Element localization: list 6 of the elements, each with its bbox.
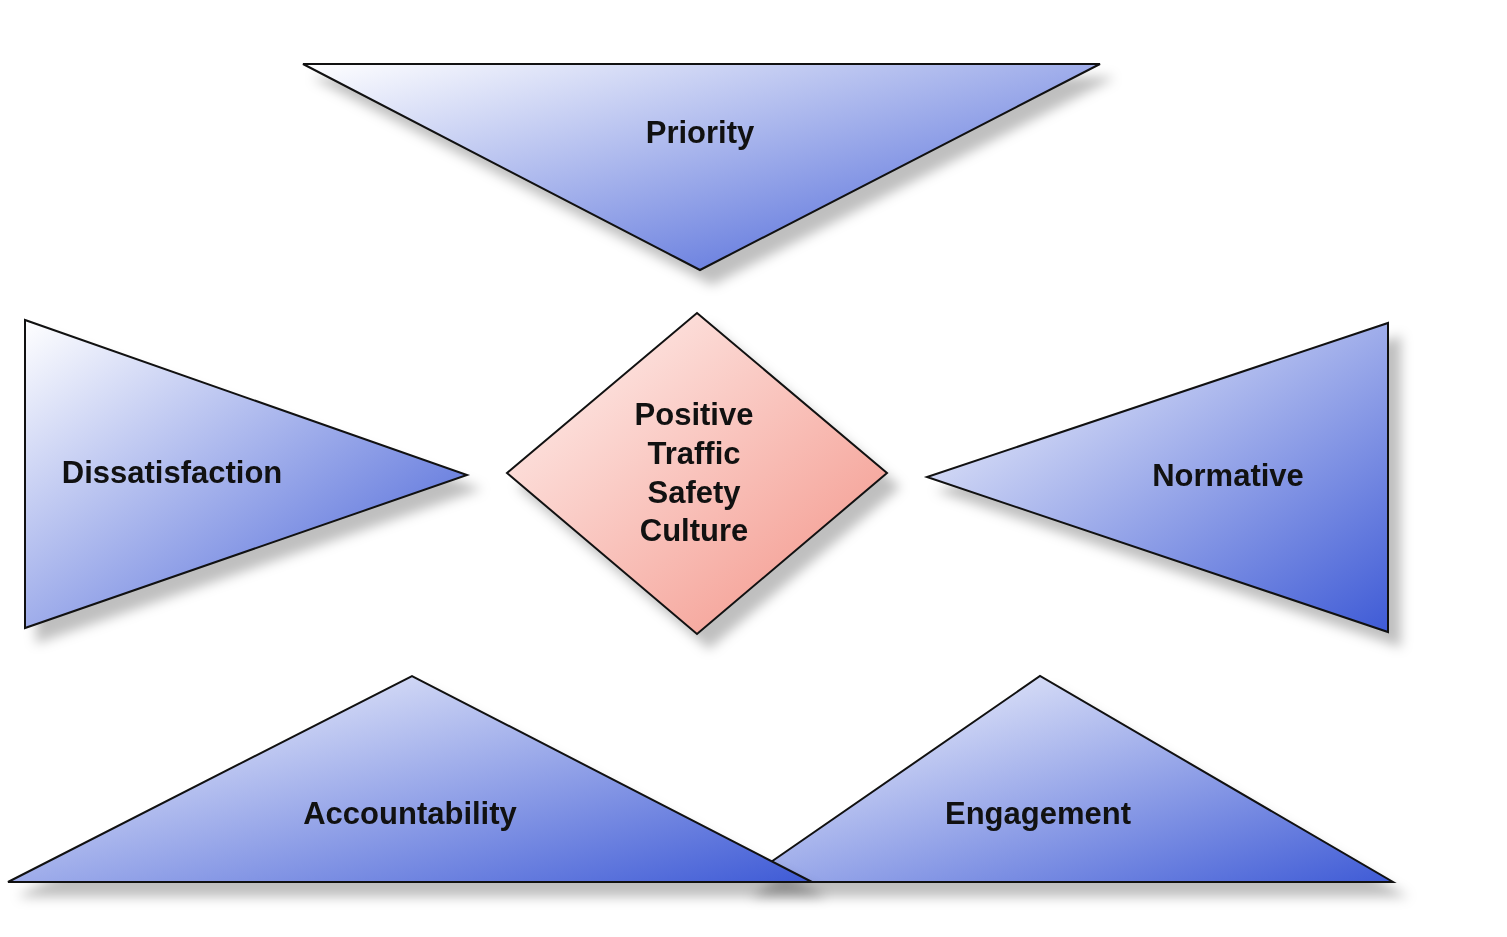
node-label: Priority [645, 113, 755, 152]
node-label: Normative [1152, 456, 1304, 495]
node-label: Positive Traffic Safety Culture [633, 395, 755, 550]
node-label: Engagement [945, 794, 1131, 833]
node-label: Dissatisfaction [61, 453, 283, 492]
node-label: Accountability [303, 794, 517, 833]
